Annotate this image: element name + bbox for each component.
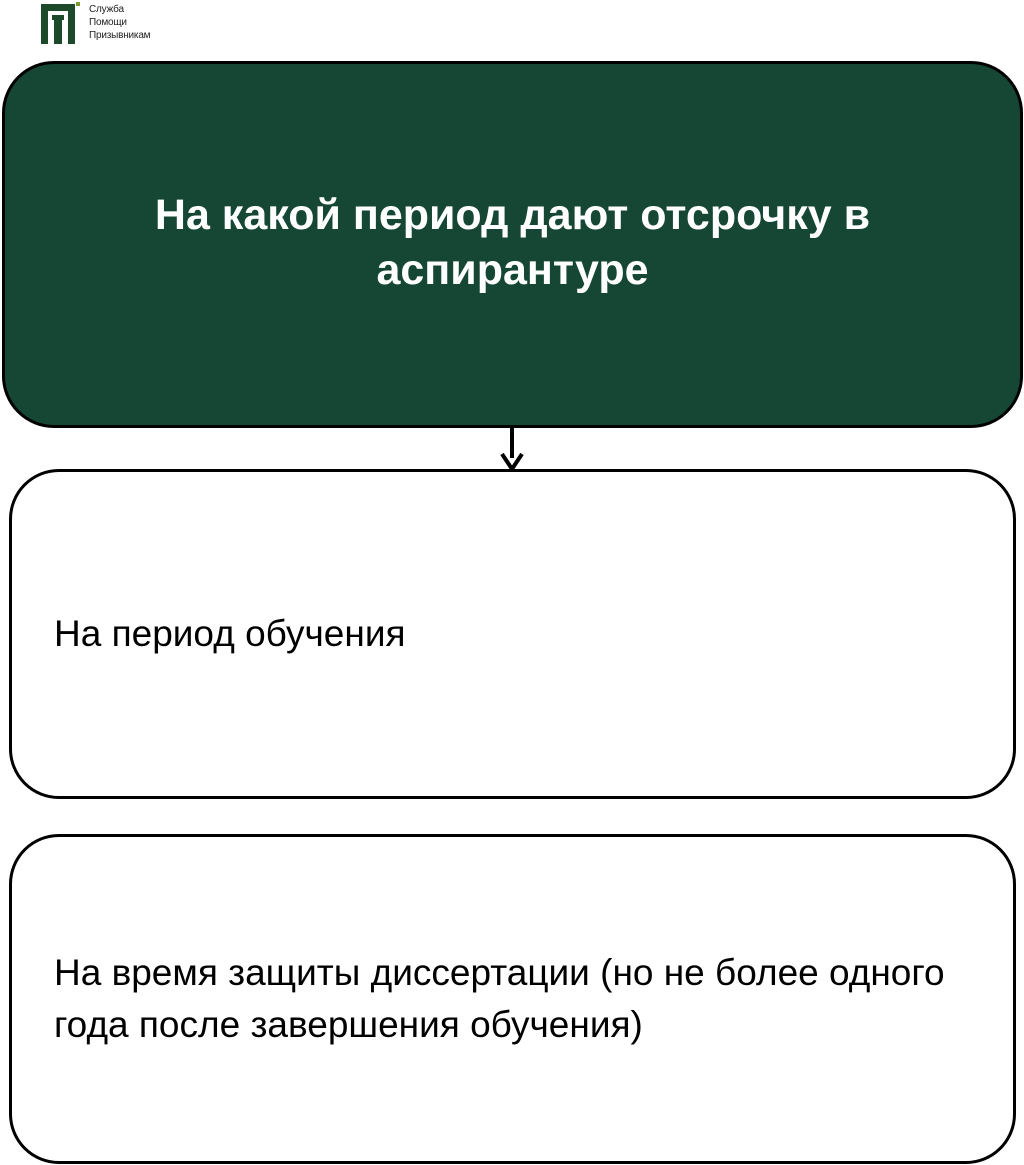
question-text: На какой период дают отсрочку в аспирант… (154, 190, 871, 294)
answer-box-2: На время защиты диссертации (но не более… (9, 834, 1016, 1164)
answer-text-1: На период обучения (54, 613, 406, 654)
brand-name: Служба Помощи Призывникам (89, 3, 151, 42)
brand-logo: Служба Помощи Призывникам (40, 2, 180, 46)
answer-box-1: На период обучения (9, 469, 1016, 799)
brand-logo-icon (41, 2, 80, 44)
brand-line-3: Призывникам (89, 30, 151, 41)
brand-line-1: Служба (89, 4, 124, 15)
answer-text-2: На время защиты диссертации (но не более… (54, 952, 945, 1045)
brand-line-2: Помощи (89, 17, 127, 28)
question-box: На какой период дают отсрочку в аспирант… (2, 61, 1023, 428)
arrow-down-icon (500, 426, 524, 472)
